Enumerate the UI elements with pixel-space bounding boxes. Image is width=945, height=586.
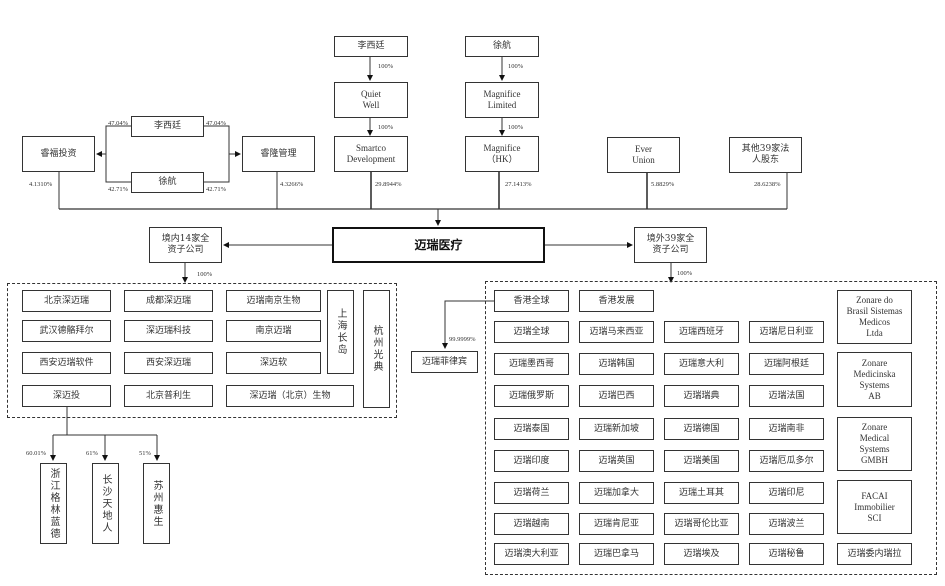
overseas-subsidiary: 迈瑞土耳其 <box>664 482 739 504</box>
pct-overseas: 100% <box>677 270 693 277</box>
subsidiary-zonare-brasil: Zonare do Brasil Sistemas Medicos Ltda <box>837 290 912 344</box>
domestic-subsidiary: 深迈瑞（北京）生物 <box>226 385 354 407</box>
subsidiary-suzhou-huisheng: 苏州惠生 <box>143 463 170 544</box>
overseas-subsidiary: 迈瑞波兰 <box>749 513 824 535</box>
shareholder-xu-hang: 徐航 <box>131 172 204 193</box>
entity-ever-union: Ever Union <box>607 137 680 173</box>
overseas-subsidiary: 迈瑞韩国 <box>579 353 654 375</box>
overseas-subsidiary: 迈瑞墨西哥 <box>494 353 569 375</box>
overseas-subsidiary: 迈瑞秘鲁 <box>749 543 824 565</box>
domestic-subsidiary: 西安迈瑞软件 <box>22 352 111 374</box>
subsidiary-philippines: 迈瑞菲律宾 <box>411 351 478 373</box>
entity-smartco-development: Smartco Development <box>334 136 408 172</box>
shareholder-li-xiting: 李西廷 <box>131 116 204 137</box>
domestic-subsidiary: 北京普利生 <box>124 385 213 407</box>
entity-ruilong-management: 睿隆管理 <box>242 136 315 172</box>
domestic-subsidiary: 西安深迈瑞 <box>124 352 213 374</box>
domestic-subsidiary: 北京深迈瑞 <box>22 290 111 312</box>
domestic-subsidiaries-label: 境内14家全 资子公司 <box>149 227 222 263</box>
pct-xu-to-magnifice: 100% <box>508 63 524 70</box>
overseas-subsidiary: 迈瑞法国 <box>749 385 824 407</box>
overseas-subsidiary: 迈瑞巴西 <box>579 385 654 407</box>
overseas-subsidiary: 迈瑞德国 <box>664 418 739 440</box>
pct-other-39: 28.6238% <box>754 181 781 188</box>
pct-li-to-quiet: 100% <box>378 63 394 70</box>
overseas-subsidiary: 迈瑞俄罗斯 <box>494 385 569 407</box>
pct-smartco: 29.8944% <box>375 181 402 188</box>
pct-zhejiang: 60.01% <box>26 450 47 457</box>
pct-li-to-ruifu: 47.04% <box>108 120 129 127</box>
subsidiary-zhejiang-gelinlande: 浙江格林蓝德 <box>40 463 67 544</box>
overseas-subsidiary: 迈瑞埃及 <box>664 543 739 565</box>
overseas-subsidiary: 迈瑞瑞典 <box>664 385 739 407</box>
domestic-subsidiary: 深迈软 <box>226 352 321 374</box>
entity-quiet-well: Quiet Well <box>334 82 408 118</box>
pct-philippines: 99.9999% <box>449 336 476 343</box>
subsidiary-hangzhou: 杭州光典 <box>363 290 390 408</box>
pct-li-to-ruilong: 47.04% <box>206 120 227 127</box>
overseas-subsidiary: 迈瑞加拿大 <box>579 482 654 504</box>
overseas-subsidiary: 迈瑞泰国 <box>494 418 569 440</box>
overseas-subsidiary: 迈瑞西班牙 <box>664 321 739 343</box>
pct-changsha: 61% <box>86 450 98 457</box>
domestic-subsidiary: 南京迈瑞 <box>226 320 321 342</box>
subsidiary-hk-global: 香港全球 <box>494 290 569 312</box>
overseas-subsidiary: 迈瑞巴拿马 <box>579 543 654 565</box>
entity-magnifice-hk: Magnifice （HK） <box>465 136 539 172</box>
pct-suzhou: 51% <box>139 450 151 457</box>
pct-xu-to-ruilong: 42.71% <box>206 186 227 193</box>
subsidiary-zonare-gmbh: Zonare Medical Systems GMBH <box>837 417 912 471</box>
shareholder-xu-hang-top: 徐航 <box>465 36 539 57</box>
overseas-subsidiary: 迈瑞美国 <box>664 450 739 472</box>
pct-quiet-to-smartco: 100% <box>378 124 394 131</box>
overseas-subsidiary: 迈瑞肯尼亚 <box>579 513 654 535</box>
overseas-subsidiary: 迈瑞全球 <box>494 321 569 343</box>
subsidiary-shanghai: 上海长岛 <box>327 290 354 374</box>
overseas-subsidiary: 迈瑞新加坡 <box>579 418 654 440</box>
subsidiary-hk-development: 香港发展 <box>579 290 654 312</box>
shareholder-li-xiting-top: 李西廷 <box>334 36 408 57</box>
overseas-subsidiary: 迈瑞荷兰 <box>494 482 569 504</box>
pct-magnifice-to-hk: 100% <box>508 124 524 131</box>
domestic-subsidiary: 深迈投 <box>22 385 111 407</box>
overseas-subsidiaries-group <box>485 281 937 575</box>
domestic-subsidiary: 迈瑞南京生物 <box>226 290 321 312</box>
overseas-subsidiary: 迈瑞尼日利亚 <box>749 321 824 343</box>
entity-magnifice-limited: Magnifice Limited <box>465 82 539 118</box>
entity-ruifu-investment: 睿福投资 <box>22 136 95 172</box>
subsidiary-venezuela: 迈瑞委内瑞拉 <box>837 543 912 565</box>
company-mindray: 迈瑞医疗 <box>332 227 545 263</box>
overseas-subsidiary: 迈瑞马来西亚 <box>579 321 654 343</box>
overseas-subsidiary: 迈瑞南非 <box>749 418 824 440</box>
overseas-subsidiary: 迈瑞厄瓜多尔 <box>749 450 824 472</box>
pct-ever-union: 5.8829% <box>651 181 675 188</box>
overseas-subsidiary: 迈瑞阿根廷 <box>749 353 824 375</box>
entity-other-39-shareholders: 其他39家法 人股东 <box>729 137 802 173</box>
overseas-subsidiary: 迈瑞越南 <box>494 513 569 535</box>
overseas-subsidiary: 迈瑞意大利 <box>664 353 739 375</box>
overseas-subsidiary: 迈瑞印尼 <box>749 482 824 504</box>
pct-magnifice-hk: 27.1413% <box>505 181 532 188</box>
pct-xu-to-ruifu: 42.71% <box>108 186 129 193</box>
domestic-subsidiary: 成都深迈瑞 <box>124 290 213 312</box>
overseas-subsidiary: 迈瑞印度 <box>494 450 569 472</box>
subsidiary-facai: FACAI Immobilier SCI <box>837 480 912 534</box>
pct-ruilong: 4.3266% <box>280 181 304 188</box>
domestic-subsidiary: 武汉德骼拜尔 <box>22 320 111 342</box>
overseas-subsidiaries-label: 境外39家全 资子公司 <box>634 227 707 263</box>
pct-domestic: 100% <box>197 271 213 278</box>
subsidiary-zonare-ab: Zonare Medicinska Systems AB <box>837 352 912 407</box>
overseas-subsidiary: 迈瑞哥伦比亚 <box>664 513 739 535</box>
pct-ruifu: 4.1310% <box>29 181 53 188</box>
overseas-subsidiary: 迈瑞澳大利亚 <box>494 543 569 565</box>
domestic-subsidiaries-group <box>7 283 397 418</box>
domestic-subsidiary: 深迈瑞科技 <box>124 320 213 342</box>
subsidiary-changsha-tiandiren: 长沙天地人 <box>92 463 119 544</box>
overseas-subsidiary: 迈瑞英国 <box>579 450 654 472</box>
